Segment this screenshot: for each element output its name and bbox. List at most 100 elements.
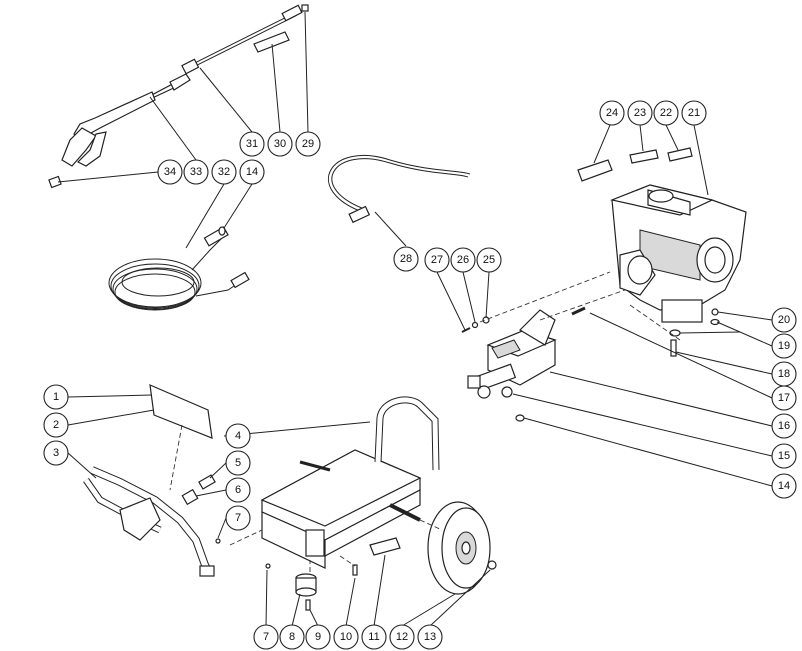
- callout-21-label: 21: [688, 107, 700, 119]
- callout-14a: 14: [239, 159, 265, 185]
- callout-7a-label: 7: [235, 512, 241, 524]
- wand-decal: [253, 31, 290, 53]
- callout-33-label: 33: [190, 166, 202, 178]
- callout-2-label: 2: [53, 419, 59, 431]
- high-pressure-hose: [108, 226, 250, 311]
- nut-20: [711, 308, 719, 316]
- spray-gun: [61, 73, 191, 167]
- callout-34: 34: [157, 159, 183, 185]
- callout-12: 12: [389, 624, 415, 650]
- inlet-hose: [328, 154, 471, 224]
- callout-27-label: 27: [431, 254, 443, 266]
- callout-9: 9: [305, 624, 331, 650]
- callout-6-label: 6: [235, 484, 241, 496]
- callout-21: 21: [681, 100, 707, 126]
- callout-26: 26: [450, 247, 476, 273]
- callout-11: 11: [361, 624, 387, 650]
- callout-19-label: 19: [778, 340, 790, 352]
- screw-10: [352, 564, 358, 576]
- callout-18: 18: [771, 361, 797, 387]
- wheel-nut: [487, 560, 497, 570]
- callout-5-label: 5: [235, 457, 241, 469]
- callout-14b: 14: [771, 473, 797, 499]
- engine: [609, 184, 747, 323]
- handle: [83, 466, 215, 577]
- callout-26-label: 26: [457, 254, 469, 266]
- screw-7a: [215, 538, 221, 544]
- screw-7b: [265, 563, 271, 569]
- callout-18-label: 18: [778, 368, 790, 380]
- callout-30: 30: [267, 131, 293, 157]
- callout-4-label: 4: [235, 430, 241, 442]
- callout-3-label: 3: [53, 447, 59, 459]
- wheel: [427, 501, 491, 595]
- engine-decal-22: [667, 147, 693, 162]
- callout-16: 16: [771, 413, 797, 439]
- callout-3: 3: [43, 440, 69, 466]
- callout-28-label: 28: [400, 253, 412, 265]
- callout-24: 24: [599, 100, 625, 126]
- callout-8-label: 8: [289, 631, 295, 643]
- callout-1: 1: [43, 384, 69, 410]
- callout-15-label: 15: [778, 450, 790, 462]
- callout-34-label: 34: [164, 166, 176, 178]
- callout-20: 20: [771, 307, 797, 333]
- knob-5: [198, 474, 216, 490]
- callout-10: 10: [333, 624, 359, 650]
- callout-11-label: 11: [368, 631, 379, 643]
- callout-33: 33: [183, 159, 209, 185]
- callout-12-label: 12: [396, 631, 408, 643]
- callout-5: 5: [225, 450, 251, 476]
- callout-8: 8: [279, 624, 305, 650]
- callout-6: 6: [225, 477, 251, 503]
- callout-22-label: 22: [660, 107, 672, 119]
- callout-1-label: 1: [53, 391, 59, 403]
- callout-17: 17: [771, 385, 797, 411]
- callout-25: 25: [476, 247, 502, 273]
- callout-30-label: 30: [274, 138, 286, 150]
- washer-19: [669, 329, 681, 337]
- knob-6: [181, 488, 199, 506]
- engine-decal-23: [629, 149, 659, 164]
- callout-9-label: 9: [315, 631, 321, 643]
- callout-23: 23: [627, 100, 653, 126]
- callout-28: 28: [393, 246, 419, 272]
- engine-decal-24: [577, 159, 613, 182]
- pump: [467, 309, 557, 399]
- nozzle: [48, 175, 62, 189]
- callout-19: 19: [771, 333, 797, 359]
- callout-16-label: 16: [778, 420, 790, 432]
- washer-20b: [710, 318, 720, 326]
- callout-14a-label: 14: [246, 166, 258, 178]
- callout-15: 15: [771, 443, 797, 469]
- callout-31-label: 31: [246, 138, 258, 150]
- callout-20-label: 20: [778, 314, 790, 326]
- callout-25-label: 25: [483, 254, 495, 266]
- callout-24-label: 24: [606, 107, 618, 119]
- callout-29: 29: [295, 131, 321, 157]
- callout-2: 2: [43, 412, 69, 438]
- callout-13-label: 13: [424, 631, 436, 643]
- cart-frame: [260, 396, 440, 569]
- callout-7b: 7: [253, 624, 279, 650]
- callout-17-label: 17: [778, 392, 790, 404]
- o-ring-upper: [218, 226, 226, 236]
- frame-decal-11: [369, 537, 401, 556]
- callout-32-label: 32: [218, 166, 230, 178]
- callout-13: 13: [417, 624, 443, 650]
- pump-screw-27: [461, 327, 471, 333]
- spray-wand: [181, 4, 309, 75]
- leader-lines: [57, 11, 773, 627]
- callout-29-label: 29: [302, 138, 314, 150]
- pump-washer-26: [471, 321, 479, 329]
- callout-7b-label: 7: [263, 631, 269, 643]
- callout-23-label: 23: [634, 107, 646, 119]
- o-ring-lower: [515, 414, 525, 422]
- handle-decal: [149, 384, 213, 439]
- callout-10-label: 10: [340, 631, 352, 643]
- callout-27: 27: [424, 247, 450, 273]
- callout-4: 4: [225, 423, 251, 449]
- callout-7a: 7: [225, 505, 251, 531]
- rubber-foot: [295, 573, 317, 597]
